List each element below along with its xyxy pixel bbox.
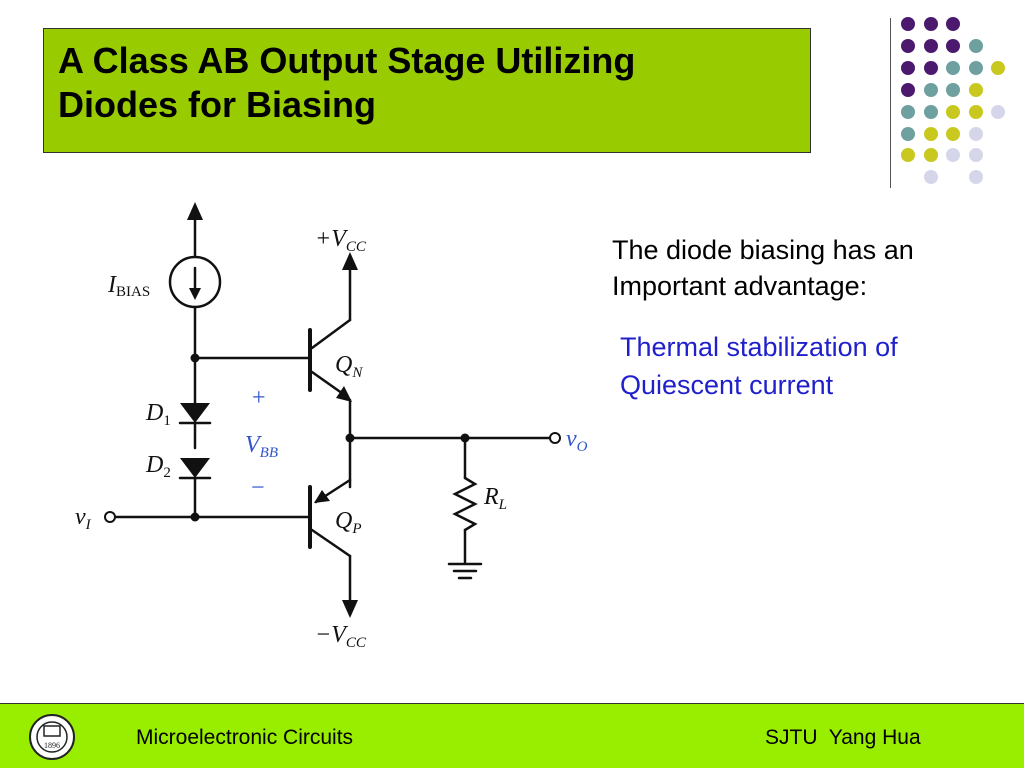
junction-dot [345, 433, 355, 443]
dot [901, 61, 915, 75]
qp-emitter-arrow [314, 490, 330, 503]
junction-dot [190, 512, 200, 522]
ibias-label: IBIAS [107, 272, 150, 300]
dot [946, 83, 960, 97]
body-text-line-2: Important advantage: [612, 271, 868, 301]
vo-terminal [549, 432, 561, 444]
advantage-point-line-1: Thermal stabilization of [620, 332, 898, 362]
dot [924, 105, 938, 119]
dot [901, 127, 915, 141]
dot [946, 105, 960, 119]
d2-diode-triangle [180, 458, 210, 478]
qn-emitter-arrow [336, 386, 352, 402]
dot [969, 148, 983, 162]
dot [969, 127, 983, 141]
dot [924, 17, 938, 31]
slide-title-box: A Class AB Output Stage Utilizing Diodes… [43, 28, 811, 153]
dot [924, 127, 938, 141]
vbb-plus-sign: + [252, 385, 266, 411]
dot [924, 170, 938, 184]
dot [946, 39, 960, 53]
logo-building-icon [43, 725, 61, 737]
dot [969, 83, 983, 97]
advantage-point-line-2: Quiescent current [620, 370, 834, 400]
body-text-line-1: The diode biasing has an [612, 235, 914, 265]
dot [969, 170, 983, 184]
vcc-neg-label: −VCC [315, 622, 367, 651]
dot [946, 61, 960, 75]
footer-author: SJTU Yang Hua [765, 726, 921, 749]
dot [991, 61, 1005, 75]
slide-title-line-1: A Class AB Output Stage Utilizing [58, 40, 636, 81]
dot [901, 83, 915, 97]
logo-year: 1896 [44, 741, 60, 750]
decorative-dot-grid [901, 17, 1005, 184]
advantage-point: Thermal stabilization of Quiescent curre… [620, 328, 898, 404]
vi-label: vI [75, 504, 92, 533]
dot [901, 105, 915, 119]
d2-label: D2 [145, 452, 171, 481]
vcc-pos-label: +VCC [315, 226, 367, 255]
current-source-arrow-head [189, 288, 201, 300]
dot [969, 105, 983, 119]
dot [901, 17, 915, 31]
d1-label: D1 [145, 400, 171, 429]
divider-line [890, 18, 891, 188]
university-logo: 1896 [29, 714, 75, 760]
qp-label: QP [335, 508, 362, 537]
qp-collector-lead [310, 528, 352, 558]
vbb-minus-sign: − [251, 475, 265, 501]
dot [924, 39, 938, 53]
junction-dot [190, 353, 200, 363]
junction-dot [460, 433, 470, 443]
body-text: The diode biasing has an Important advan… [612, 232, 914, 304]
dot [969, 39, 983, 53]
dot [946, 127, 960, 141]
class-ab-circuit-diagram: +VCC −VCC IBIAS QN QP D1 D2 vI RL vO + V… [75, 202, 588, 651]
dot [946, 17, 960, 31]
vi-terminal [104, 511, 116, 523]
dot [946, 148, 960, 162]
vbb-label: VBB [245, 432, 278, 461]
dot [901, 39, 915, 53]
qn-collector-lead [310, 318, 352, 350]
dot [969, 61, 983, 75]
ibias-up-arrow [187, 202, 203, 220]
slide-footer: 1896 Microelectronic Circuits SJTU Yang … [0, 703, 1024, 768]
vo-label: vO [566, 426, 588, 455]
qn-label: QN [335, 352, 363, 381]
d1-diode-triangle [180, 403, 210, 423]
footer-course-title: Microelectronic Circuits [136, 726, 354, 749]
rl-resistor-symbol [452, 476, 478, 532]
dot [901, 148, 915, 162]
dot [924, 148, 938, 162]
vcc-neg-arrow [342, 600, 358, 618]
slide-title-line-2: Diodes for Biasing [58, 84, 377, 125]
dot [924, 61, 938, 75]
rl-label: RL [483, 484, 507, 513]
logo-inner-ring [36, 721, 68, 753]
vcc-pos-arrow [342, 252, 358, 270]
dot [924, 83, 938, 97]
dot [991, 105, 1005, 119]
